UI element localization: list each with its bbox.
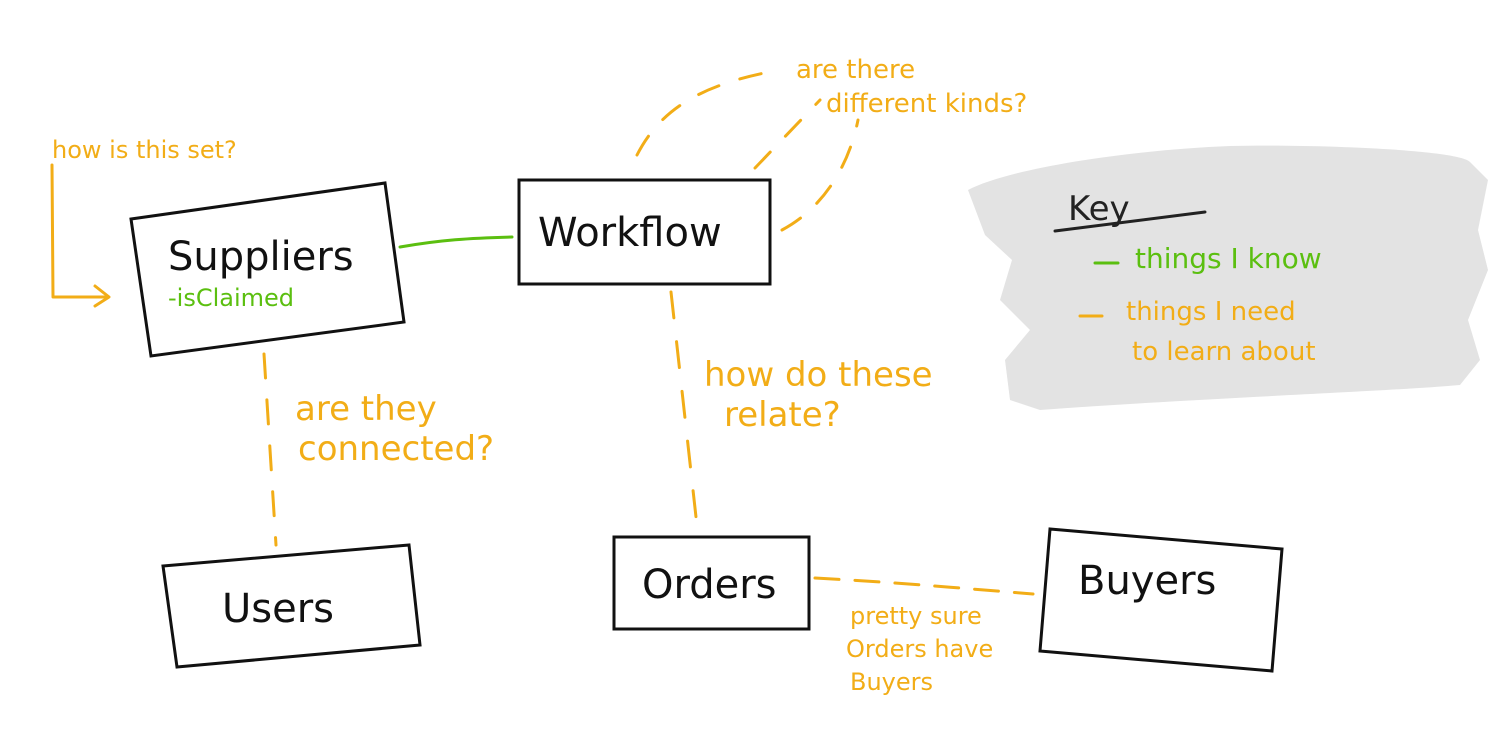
buyers-box [1038, 527, 1284, 673]
users-label: Users [222, 586, 334, 632]
workflow-label: Workflow [538, 210, 722, 256]
note-buyers-line-3: Buyers [850, 668, 933, 696]
note-relate-line-1: how do these [704, 355, 933, 395]
workflow-kinds-loop-left [635, 68, 782, 157]
orders-box [612, 535, 811, 631]
connectors [50, 68, 1035, 596]
workflow-box [517, 178, 772, 286]
arrow-head-icon [93, 284, 111, 308]
key-underline [1053, 210, 1207, 233]
workflow-kinds-loop-right [780, 118, 860, 232]
note-kinds-line-2: different kinds? [826, 89, 1027, 119]
key-to-learn-line-1: things I need [1126, 297, 1296, 327]
note-connected-line-1: are they [295, 389, 437, 429]
workflow-orders-link [669, 290, 699, 528]
key-highlight [968, 145, 1488, 410]
notes: how is this set? are there different kin… [52, 55, 1027, 696]
users-box [161, 543, 422, 669]
suppliers-users-link [262, 352, 278, 547]
node-buyers[interactable]: Buyers [1038, 527, 1284, 673]
suppliers-box [129, 181, 406, 358]
orders-buyers-link [813, 576, 1035, 596]
buyers-label: Buyers [1078, 558, 1216, 604]
note-connected-line-2: connected? [298, 429, 494, 469]
note-how-set: how is this set? [52, 136, 237, 164]
note-kinds-line-1: are there [796, 55, 915, 85]
node-suppliers[interactable]: Suppliers -isClaimed [129, 181, 406, 358]
key-to-learn-line-2: to learn about [1132, 337, 1316, 367]
orders-label: Orders [642, 562, 777, 608]
note-relate-line-2: relate? [724, 395, 841, 435]
key-known-label: things I know [1135, 242, 1322, 275]
suppliers-label: Suppliers [168, 234, 354, 280]
node-workflow[interactable]: Workflow [517, 178, 772, 286]
node-users[interactable]: Users [161, 543, 422, 669]
suppliers-attribute: -isClaimed [168, 284, 294, 312]
key-panel: Key things I know things I need to learn… [968, 145, 1488, 410]
suppliers-workflow-link [398, 235, 514, 249]
note-buyers-line-2: Orders have [846, 635, 993, 663]
how-set-arrow [50, 163, 110, 299]
workflow-kinds-loop-middle [753, 98, 822, 170]
note-buyers-line-1: pretty sure [850, 602, 982, 630]
node-orders[interactable]: Orders [612, 535, 811, 631]
